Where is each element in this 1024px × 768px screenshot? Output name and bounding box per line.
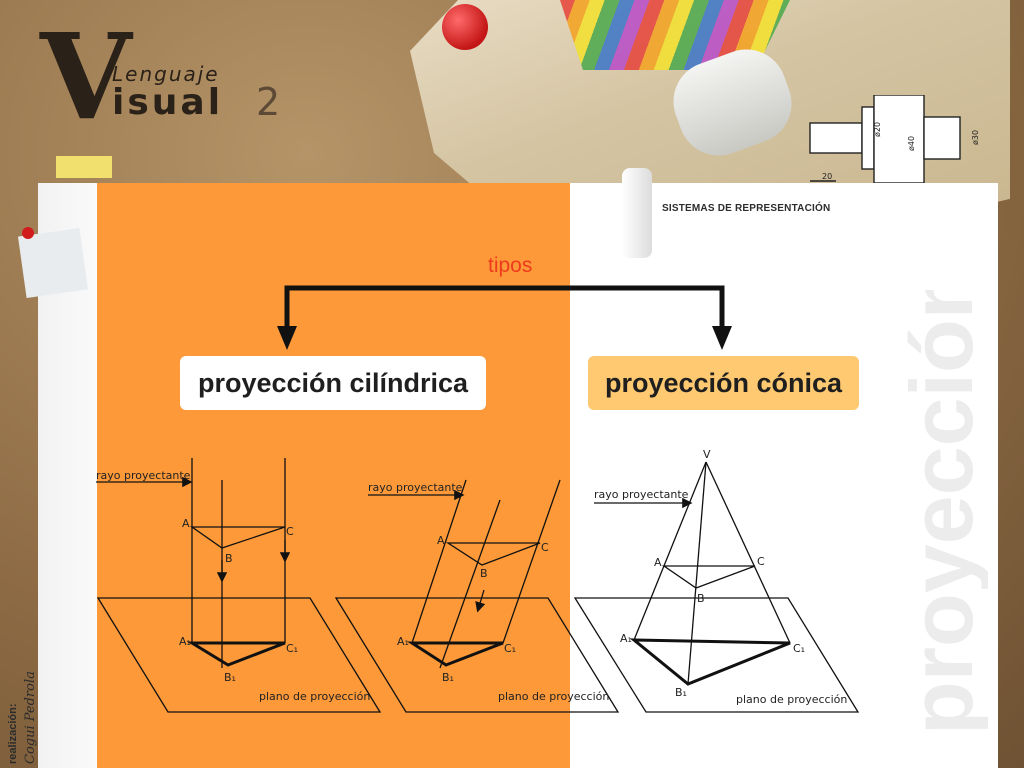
dim-d30: ø30 [971, 130, 980, 145]
technical-drawing: 20 35 55 70 ø20 ø40 ø30 [809, 95, 980, 220]
figure-conical-labels: V rayo proyectante A B C A₁ B₁ C₁ plano … [594, 448, 847, 706]
svg-text:plano de proyección: plano de proyección [259, 690, 370, 703]
figure-orthogonal-labels: rayo proyectante A B C A₁ B₁ C₁ plano de… [96, 469, 370, 703]
svg-text:C: C [541, 541, 549, 554]
svg-text:plano de proyección: plano de proyección [736, 693, 847, 706]
svg-text:B₁: B₁ [442, 671, 454, 684]
connector-label: tipos [488, 254, 533, 277]
figure-conical [573, 461, 860, 713]
cylindrical-projection-box: proyección cilíndrica [180, 356, 486, 410]
svg-text:C₁: C₁ [504, 642, 516, 655]
yellow-tab [56, 156, 112, 178]
svg-text:V: V [703, 448, 711, 461]
svg-text:C₁: C₁ [286, 642, 298, 655]
svg-text:rayo proyectante: rayo proyectante [594, 488, 689, 501]
svg-text:C: C [757, 555, 765, 568]
logo-letter: V [40, 7, 132, 146]
svg-text:plano de proyección: plano de proyección [498, 690, 609, 703]
logo-top-text: Lenguaje [112, 62, 220, 86]
logo-main-text: isual [112, 82, 224, 123]
svg-text:A₁: A₁ [397, 635, 409, 648]
svg-text:A₁: A₁ [620, 632, 632, 645]
svg-text:B₁: B₁ [675, 686, 687, 699]
figure-oblique [334, 479, 620, 713]
svg-text:B: B [697, 592, 705, 605]
svg-text:rayo proyectante: rayo proyectante [96, 469, 191, 482]
conical-projection-box: proyección cónica [588, 356, 859, 410]
dim-d20: ø20 [873, 122, 882, 137]
credit-label: realización: [7, 703, 19, 764]
pushpin-icon [442, 4, 488, 50]
side-title: proyección [892, 290, 988, 735]
svg-text:B₁: B₁ [224, 671, 236, 684]
section-badge: SISTEMAS DE REPRESENTACIÓN [662, 203, 831, 214]
dim-20: 20 [822, 172, 832, 181]
svg-text:A: A [182, 517, 190, 530]
dim-d40: ø40 [907, 136, 916, 151]
conical-panel [570, 255, 998, 768]
credit-name: Cogui Pedrola [23, 671, 38, 764]
logo-number: 2 [256, 80, 281, 124]
svg-text:B: B [225, 552, 233, 565]
svg-text:C₁: C₁ [793, 642, 805, 655]
svg-text:A: A [437, 534, 445, 547]
svg-text:A₁: A₁ [179, 635, 191, 648]
svg-text:C: C [286, 525, 294, 538]
cylindrical-panel [97, 183, 570, 768]
credit: realización: Cogui Pedrola [7, 671, 38, 764]
figure-orthogonal [96, 458, 382, 713]
paper-scroll [622, 168, 652, 258]
svg-text:rayo proyectante: rayo proyectante [368, 481, 463, 494]
side-title-text: proyección [892, 290, 988, 735]
svg-text:A: A [654, 556, 662, 569]
svg-text:B: B [480, 567, 488, 580]
small-pin-icon [22, 227, 34, 239]
figure-oblique-labels: rayo proyectante A B C A₁ B₁ C₁ plano de… [368, 481, 609, 703]
